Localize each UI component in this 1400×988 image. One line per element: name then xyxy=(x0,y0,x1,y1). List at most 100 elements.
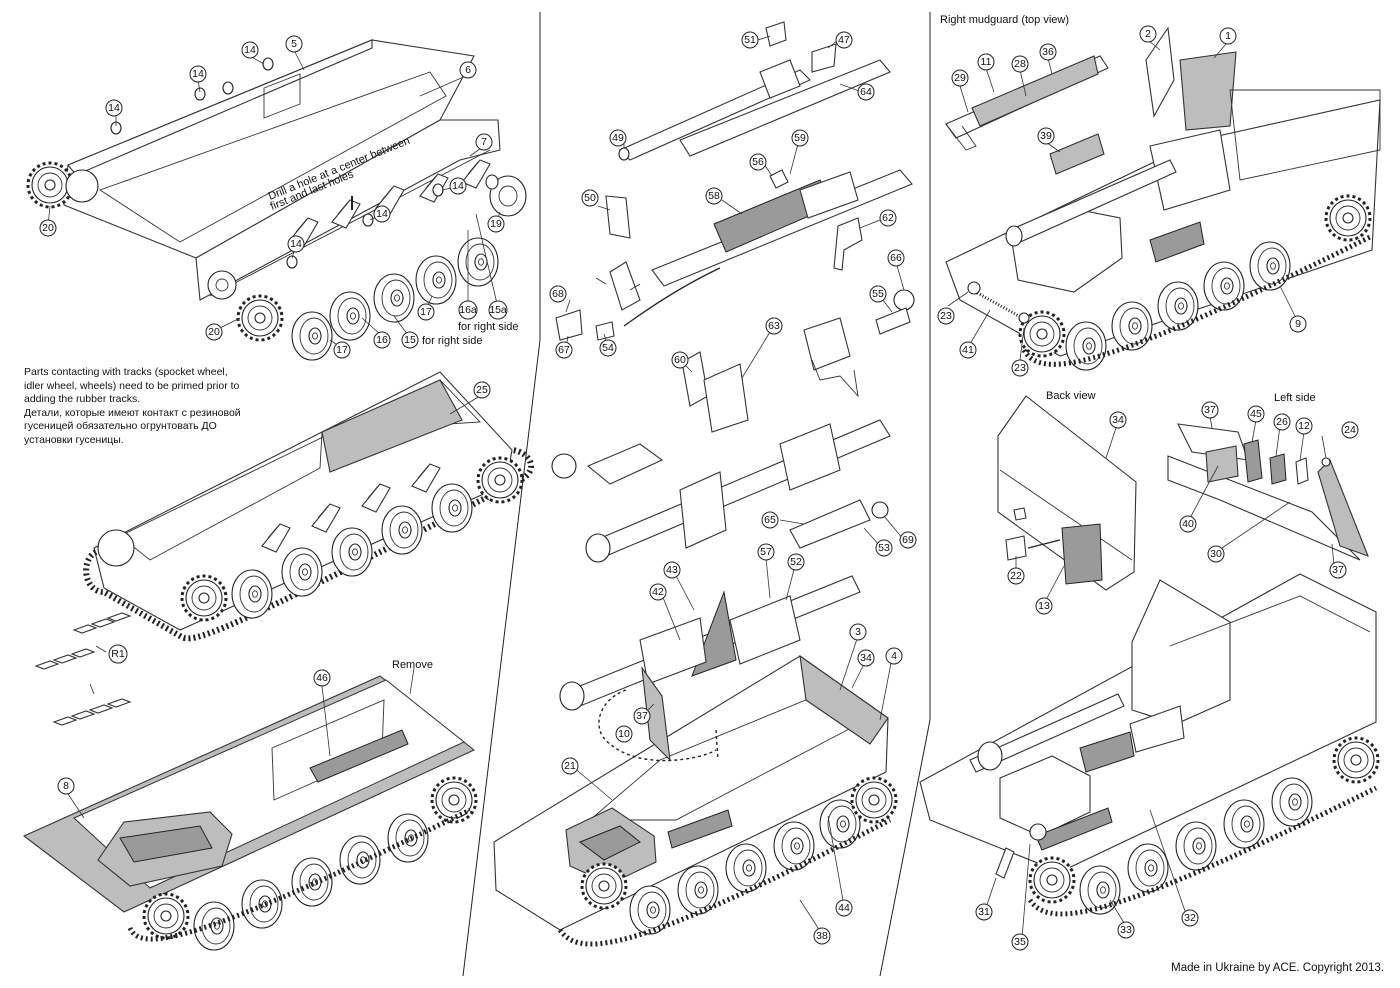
svg-text:R1: R1 xyxy=(111,648,125,660)
note-ru-line: Детали, которые имеют контакт с резиново… xyxy=(24,406,241,419)
callout-20: 20 xyxy=(205,323,223,341)
svg-text:23: 23 xyxy=(1014,362,1026,374)
callout-50: 50 xyxy=(581,189,599,207)
svg-text:33: 33 xyxy=(1120,924,1132,936)
callout-53: 53 xyxy=(875,539,893,557)
svg-text:39: 39 xyxy=(1040,130,1052,142)
left-side-drawing xyxy=(1167,423,1369,561)
svg-text:16a: 16a xyxy=(459,304,477,316)
callout-6: 6 xyxy=(459,61,477,79)
note-ru-line: гусеницей обязательно огрунтовать ДО xyxy=(24,420,217,433)
callout-28: 28 xyxy=(1011,55,1029,73)
panel-divider xyxy=(462,339,541,977)
callout-65: 65 xyxy=(761,511,779,529)
svg-text:37: 37 xyxy=(1332,564,1344,576)
svg-text:11: 11 xyxy=(981,56,992,68)
svg-text:42: 42 xyxy=(652,586,664,598)
callout-37: 37 xyxy=(633,707,651,725)
note-en-line: adding the rubber tracks. xyxy=(24,393,141,406)
svg-text:35: 35 xyxy=(1014,936,1026,948)
svg-text:44: 44 xyxy=(838,902,850,914)
callout-33: 33 xyxy=(1117,921,1135,939)
svg-text:8: 8 xyxy=(63,780,69,792)
svg-text:50: 50 xyxy=(584,192,596,204)
hull-with-tracks-drawing xyxy=(83,371,534,642)
svg-text:38: 38 xyxy=(816,930,828,942)
callout-13: 13 xyxy=(1035,597,1053,615)
left-side-caption: Left side xyxy=(1274,392,1316,404)
callout-15: 15 xyxy=(401,331,419,349)
callout-55: 55 xyxy=(869,285,887,303)
svg-text:41: 41 xyxy=(962,344,974,356)
leader-lines-right xyxy=(947,39,1335,939)
callout-66: 66 xyxy=(887,249,905,267)
svg-text:30: 30 xyxy=(1210,548,1222,560)
svg-text:2: 2 xyxy=(1145,28,1151,40)
hull-mudguard-drawing xyxy=(22,667,478,951)
svg-text:36: 36 xyxy=(1042,46,1054,58)
callout-42: 42 xyxy=(649,583,667,601)
callout-62: 62 xyxy=(879,209,897,227)
callout-23: 23 xyxy=(1011,359,1029,377)
callout-24: 24 xyxy=(1341,421,1359,439)
svg-text:9: 9 xyxy=(1295,318,1301,330)
vehicle-hull-drawing xyxy=(493,654,898,947)
callout-14: 14 xyxy=(189,65,207,83)
svg-text:66: 66 xyxy=(890,252,902,264)
svg-text:14: 14 xyxy=(290,238,302,250)
svg-text:20: 20 xyxy=(42,222,54,234)
svg-text:10: 10 xyxy=(618,728,630,740)
callout-35: 35 xyxy=(1011,933,1029,951)
callout-60: 60 xyxy=(671,351,689,369)
callout-31: 31 xyxy=(975,903,993,921)
callout-45: 45 xyxy=(1247,405,1265,423)
callout-39: 39 xyxy=(1037,127,1055,145)
for-right-side-label: for right side xyxy=(458,321,519,333)
mudguard-topview-drawing xyxy=(945,55,1109,175)
svg-text:34: 34 xyxy=(860,652,872,664)
callout-16: 16 xyxy=(373,331,391,349)
callout-43: 43 xyxy=(663,561,681,579)
callout-29: 29 xyxy=(951,69,969,87)
svg-text:3: 3 xyxy=(855,626,861,638)
svg-text:29: 29 xyxy=(954,72,966,84)
callout-47: 47 xyxy=(835,31,853,49)
copyright-text: Made in Ukraine by ACE. Copyright 2013. xyxy=(1171,962,1384,974)
back-view-caption: Back view xyxy=(1046,390,1096,402)
svg-text:56: 56 xyxy=(752,156,764,168)
svg-text:62: 62 xyxy=(882,212,894,224)
primer-note: Parts contacting with tracks (spocket wh… xyxy=(24,366,324,448)
svg-text:57: 57 xyxy=(760,546,772,558)
note-en-line: Parts contacting with tracks (spocket wh… xyxy=(24,366,228,378)
svg-text:65: 65 xyxy=(764,514,776,526)
svg-text:15a: 15a xyxy=(489,304,507,316)
callout-9: 9 xyxy=(1289,315,1307,333)
svg-text:17: 17 xyxy=(420,306,432,318)
svg-text:22: 22 xyxy=(1010,570,1022,582)
callout-12: 12 xyxy=(1295,417,1313,435)
callout-21: 21 xyxy=(561,757,579,775)
svg-text:5: 5 xyxy=(291,38,297,50)
callout-63: 63 xyxy=(765,317,783,335)
svg-text:69: 69 xyxy=(902,534,914,546)
callout-57: 57 xyxy=(757,543,775,561)
callout-26: 26 xyxy=(1273,413,1291,431)
svg-text:6: 6 xyxy=(465,64,471,76)
svg-text:59: 59 xyxy=(794,132,806,144)
track-links-drawing xyxy=(35,612,131,726)
callout-69: 69 xyxy=(899,531,917,549)
callout-44: 44 xyxy=(835,899,853,917)
svg-text:19: 19 xyxy=(490,218,502,230)
callout-59: 59 xyxy=(791,129,809,147)
callout-52: 52 xyxy=(787,553,805,571)
svg-text:7: 7 xyxy=(481,136,487,148)
svg-text:28: 28 xyxy=(1014,58,1026,70)
back-view-drawing xyxy=(997,395,1137,591)
callout-68: 68 xyxy=(549,285,567,303)
callout-25: 25 xyxy=(473,381,491,399)
svg-text:23: 23 xyxy=(940,310,952,322)
svg-text:14: 14 xyxy=(452,180,464,192)
svg-text:53: 53 xyxy=(878,542,890,554)
callout-64: 64 xyxy=(857,83,875,101)
svg-text:16: 16 xyxy=(376,334,388,346)
